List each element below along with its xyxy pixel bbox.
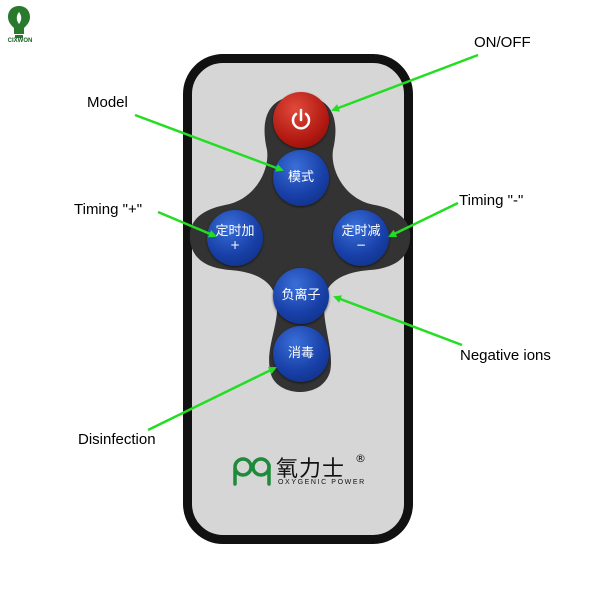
arrow-on-off	[331, 53, 479, 112]
disinfect-label: 消毒	[287, 346, 314, 361]
brand-logo-icon	[233, 457, 271, 486]
mode-button-label: 模式	[287, 170, 314, 185]
timer-minus-sign: −	[355, 238, 367, 252]
power-button[interactable]	[273, 92, 329, 148]
timer-plus-label: 定时加	[215, 224, 255, 239]
arrow-disinfection	[147, 366, 277, 432]
timer-plus-button[interactable]: 定时加 +	[207, 210, 263, 266]
arrow-model	[134, 113, 284, 172]
label-on-off: ON/OFF	[474, 34, 531, 51]
arrow-negative-ions	[333, 295, 463, 347]
timer-plus-sign: +	[229, 238, 241, 252]
power-icon	[291, 108, 311, 130]
label-model: Model	[87, 94, 128, 111]
arrow-timing-plus	[157, 210, 217, 238]
brand-registered-mark: ®	[355, 452, 366, 465]
timer-minus-button[interactable]: 定时减 −	[333, 210, 389, 266]
label-negative-ions: Negative ions	[460, 347, 551, 364]
brand-name: 氧力士	[276, 457, 346, 482]
mode-button[interactable]: 模式	[273, 150, 329, 206]
disinfect-button[interactable]: 消毒	[273, 326, 329, 382]
timer-minus-label: 定时减	[341, 224, 381, 239]
corner-logo-bulb-icon	[8, 6, 30, 38]
label-timing-plus: Timing "+"	[74, 201, 143, 218]
negative-ions-button[interactable]: 负离子	[273, 268, 329, 324]
corner-logo-text: CIXWON	[7, 38, 33, 44]
brand-tagline: OXYGENIC POWER	[278, 479, 366, 486]
label-disinfection: Disinfection	[78, 431, 156, 448]
label-timing-minus: Timing "-"	[459, 192, 524, 209]
arrow-timing-minus	[388, 201, 459, 238]
negative-ions-label: 负离子	[281, 288, 321, 303]
